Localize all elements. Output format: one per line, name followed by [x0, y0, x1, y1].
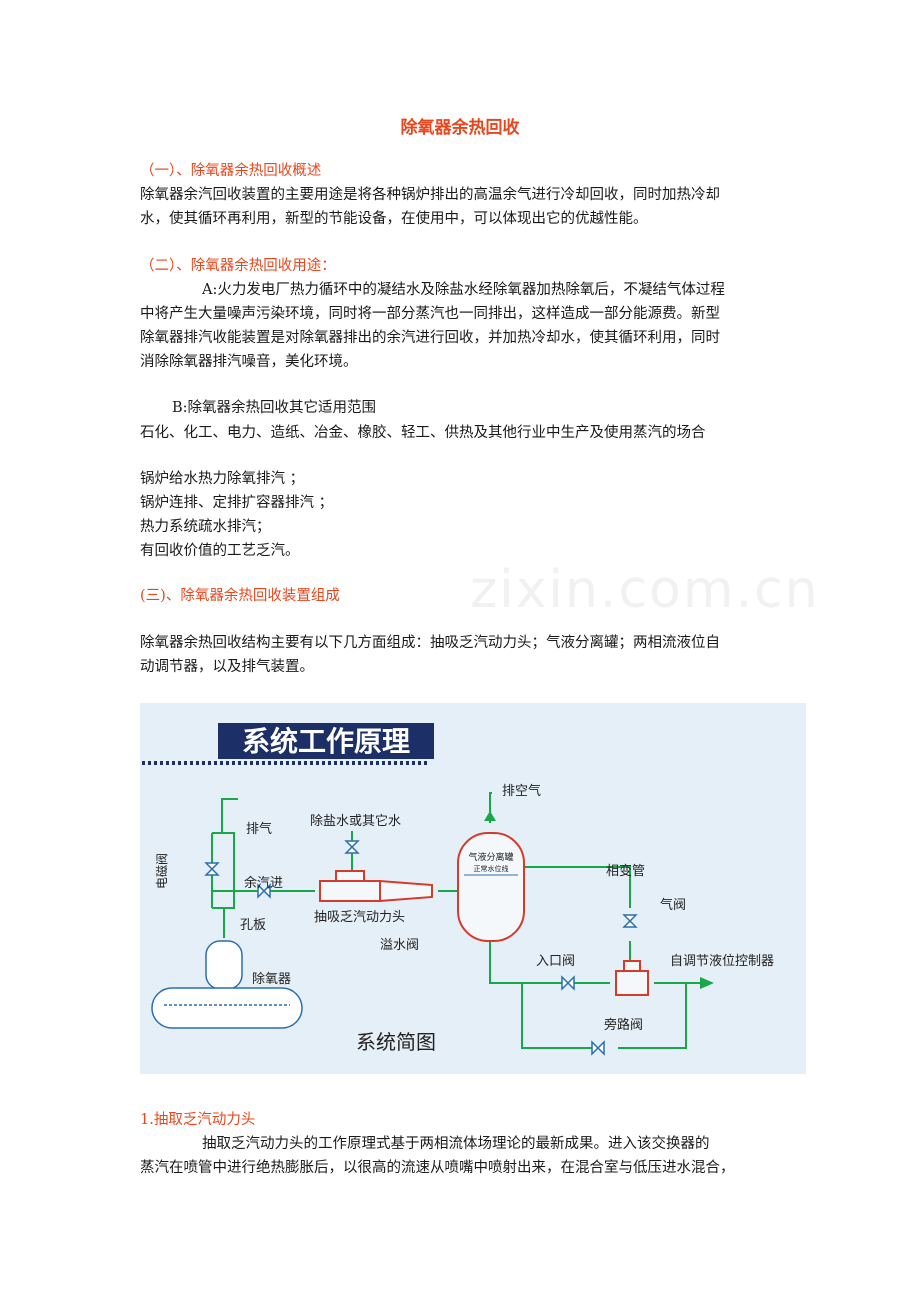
diagram-caption: 系统简图 [356, 1030, 436, 1054]
label-steam-in: 余汽进 [244, 875, 283, 891]
label-separator: 气液分离罐 [468, 851, 513, 863]
section1-heading: （一）、除氧器余热回收概述 [140, 163, 322, 179]
list-item: 热力系统疏水排汽； [140, 519, 271, 535]
paragraph-line: 蒸汽在喷管中进行绝热膨胀后，以很高的流速从喷嘴中喷射出来，在混合室与低压进水混合… [140, 1160, 735, 1176]
scope-text: 石化、化工、电力、造纸、冶金、橡胶、轻工、供热及其他行业中生产及使用蒸汽的场合 [140, 425, 706, 441]
label-deaerator: 除氧器 [252, 972, 291, 987]
level-controller [615, 960, 649, 996]
system-diagram-svg: 系统工作原理 [142, 723, 774, 1056]
paragraph-line: 动调节器，以及排气装置。 [140, 659, 314, 675]
deaerator-tank [151, 940, 303, 1029]
page-title: 除氧器余热回收 [400, 118, 520, 138]
paragraph-line: 除氧器排汽收能装置是对除氧器排出的余汽进行回收，并加热冷却水，使其循环利用，同时 [140, 330, 720, 346]
section2-heading: （二）、除氧器余热回收用途： [140, 258, 336, 274]
section4-heading: 1.抽取乏汽动力头 [140, 1112, 256, 1128]
air-valve-icon [622, 914, 638, 928]
paragraph-line: A:火力发电厂热力循环中的凝结水及除盐水经除氧器加热除氧后，不凝结气体过程 [202, 282, 725, 298]
list-item: 锅炉给水热力除氧排汽 ； [140, 471, 305, 487]
paragraph-line: 中将产生大量噪声污染环境，同时将一部分蒸汽也一同排出，这样造成一部分能源费。新型 [140, 306, 720, 322]
label-air-valve: 气阀 [660, 897, 686, 913]
separator-vessel [457, 832, 525, 942]
system-diagram: 系统工作原理 [140, 703, 806, 1074]
label-bypass-valve: 旁路阀 [604, 1017, 643, 1033]
paragraph-line: 消除除氧器排汽噪音，美化环境。 [140, 354, 358, 370]
electric-valve-icon [204, 862, 220, 876]
paragraph-line: 抽取乏汽动力头的工作原理式基于两相流体场理论的最新成果。进入该交换器的 [202, 1136, 710, 1152]
watermark: zixin.com.cn [470, 560, 820, 620]
label-exhaust: 排气 [246, 821, 272, 837]
power-head [319, 870, 433, 903]
valves [204, 840, 638, 1056]
label-inlet-valve: 入口阀 [536, 954, 575, 969]
label-phase-pipe: 相变管 [606, 863, 645, 879]
label-power-head: 抽吸乏汽动力头 [314, 910, 405, 925]
diagram-header-bg [218, 723, 434, 759]
paragraph-line: 除氧器余汽回收装置的主要用途是将各种锅炉排出的高温余气进行冷却回收，同时加热冷却 [140, 187, 720, 203]
label-desalt-water: 除盐水或其它水 [310, 813, 401, 829]
label-level-controller: 自调节液位控制器 [670, 954, 774, 969]
vent-arrow [484, 811, 496, 821]
label-normal-level: 正常水位线 [474, 864, 509, 873]
outlet-arrow [700, 977, 714, 989]
list-item: 有回收价值的工艺乏汽。 [140, 543, 300, 559]
inlet-valve-icon [561, 975, 575, 991]
bypass-valve-icon [591, 1040, 605, 1056]
list-item: 锅炉连排、定排扩容器排汽 ； [140, 495, 334, 511]
label-electric-valve: 电磁阀 [154, 853, 169, 889]
paragraph-line: 水，使其循环再利用，新型的节能设备，在使用中，可以体现出它的优越性能。 [140, 211, 648, 227]
diagram-labels: 排空气 排气 除盐水或其它水 余汽进 抽吸乏汽动力头 孔板 除氧器 溢水阀 相变… [240, 783, 774, 1033]
paragraph-line: 除氧器余热回收结构主要有以下几方面组成：抽吸乏汽动力头；气液分离罐；两相流液位自 [140, 635, 720, 651]
label-orifice: 孔板 [240, 918, 266, 933]
label-overflow-valve: 溢水阀 [380, 938, 419, 953]
section3-heading: (三)、除氧器余热回收装置组成 [140, 588, 340, 604]
diagram-header: 系统工作原理 [242, 725, 410, 758]
steam-valve-icon [257, 883, 271, 899]
water-valve-icon [344, 840, 360, 854]
scope-title: B:除氧器余热回收其它适用范围 [172, 400, 377, 416]
label-exhaust-air: 排空气 [502, 783, 541, 799]
